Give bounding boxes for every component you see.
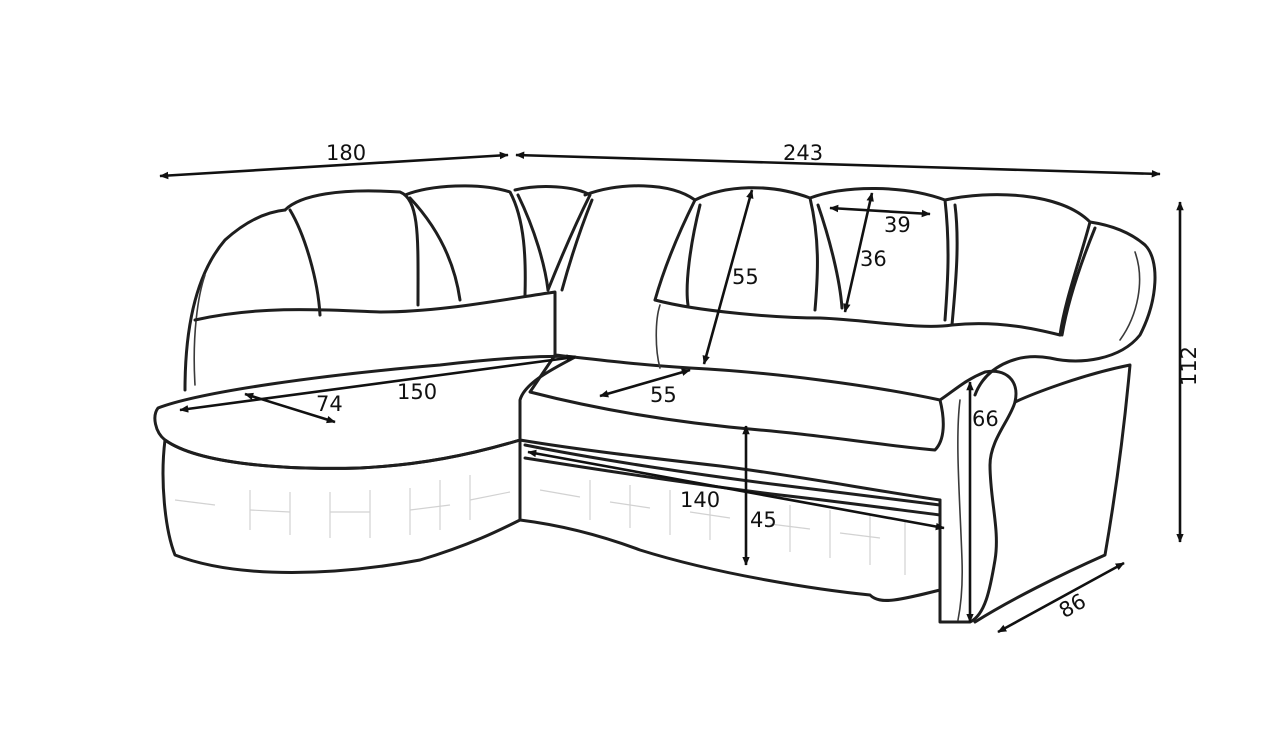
dimension-labels: 180 243 112 86 39 36 55 55 74 150 140 45…	[316, 141, 1201, 623]
label-chaise-depth: 74	[316, 392, 343, 416]
label-backrest-height: 55	[732, 265, 759, 289]
label-seat-height: 45	[750, 508, 777, 532]
label-cushion-width: 39	[884, 213, 911, 237]
label-cushion-height: 36	[860, 247, 887, 271]
label-total-height: 112	[1177, 346, 1201, 386]
dimension-lines	[159, 151, 1184, 634]
label-width-left: 180	[326, 141, 366, 165]
label-chaise-length: 150	[397, 380, 437, 404]
label-bed-length: 140	[680, 488, 720, 512]
label-seat-depth: 55	[650, 383, 677, 407]
label-width-right: 243	[783, 141, 823, 165]
label-armrest-height: 66	[972, 407, 999, 431]
skirt-pleats	[174, 475, 906, 575]
label-depth: 86	[1055, 589, 1090, 623]
